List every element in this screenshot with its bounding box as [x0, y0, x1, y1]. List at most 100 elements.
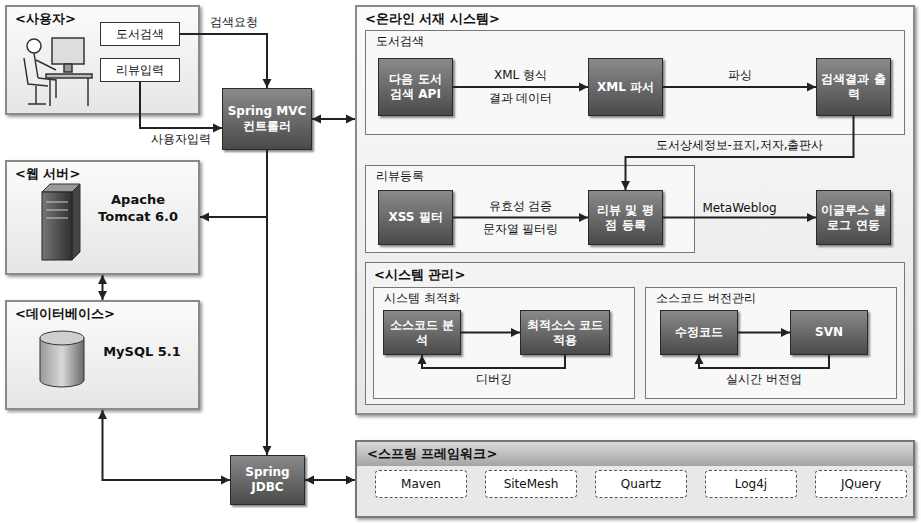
- arrow-head: [579, 213, 588, 222]
- label-holder: 도서상세정보-표지,저자,출판사: [656, 137, 824, 154]
- desk-leg: [49, 78, 51, 106]
- server-name: Apache Tomcat 6.0: [92, 192, 184, 226]
- connector-line: [422, 355, 565, 368]
- process-box: 이글루스 블로그 연동: [816, 190, 891, 245]
- chair: [24, 58, 48, 86]
- label-holder: 결과 데이터: [489, 90, 553, 107]
- panel-title: 소스코드 버전관리: [646, 288, 896, 307]
- connector-line: [453, 217, 588, 219]
- panel-title: <스프링 프레임워크>: [357, 442, 913, 466]
- connector: [200, 150, 267, 222]
- connector-line: [453, 86, 588, 88]
- menu-box: 도서검색: [100, 22, 180, 46]
- server-slot: [46, 210, 68, 211]
- group-panel: <시스템 관리> 시스템 최적화소스코드 분석 최적소스 코드 적용 소스코드 버전관…: [365, 262, 905, 405]
- label-holder: 실시간 버전업: [726, 371, 802, 388]
- arrow-head: [579, 83, 588, 92]
- connector-line: [266, 150, 268, 455]
- connector-line: [140, 82, 222, 128]
- arrow-head: [98, 410, 107, 419]
- box-label: 이글루스 블로그 연동: [820, 203, 887, 233]
- desk: [46, 74, 92, 78]
- arrow-head: [263, 446, 272, 455]
- connector: [738, 328, 790, 337]
- process-box: SVN: [790, 310, 868, 355]
- text-holder: Apache Tomcat 6.0: [92, 192, 184, 226]
- panel-title: <온라인 서재 시스템>: [357, 7, 913, 28]
- connector: [461, 328, 520, 337]
- arrow-head: [807, 83, 816, 92]
- user-figure: [24, 38, 92, 106]
- connector-line: [200, 150, 267, 217]
- edge-label: 도서상세정보-표지,저자,출판사: [656, 137, 824, 154]
- box-label: SiteMesh: [504, 477, 559, 492]
- panel-title: <시스템 관리>: [366, 263, 904, 284]
- arrow-head: [621, 181, 630, 190]
- box-label: Spring JDBC: [234, 465, 301, 495]
- arm: [36, 60, 56, 70]
- library-box: Quartz: [595, 470, 687, 498]
- label-holder: 검색요청: [210, 14, 258, 31]
- process-box: 리뷰 및 평점 등록: [588, 190, 663, 245]
- panel-title: <데이터베이스>: [7, 302, 198, 323]
- process-box: 다음 도서 검색 API: [378, 58, 453, 116]
- label-holder: 사용자입력: [151, 131, 211, 148]
- arrow-head: [312, 115, 321, 124]
- monitor: [52, 38, 84, 64]
- arrow-head: [305, 476, 314, 485]
- connector: [663, 83, 816, 92]
- label-holder: MetaWeblog: [702, 201, 776, 215]
- library-box: Log4j: [705, 470, 797, 498]
- label-holder: 디버깅: [476, 371, 512, 388]
- connector: [418, 355, 566, 368]
- server-side: [72, 184, 80, 260]
- body: [34, 53, 38, 78]
- label-holder: 파싱: [728, 67, 752, 84]
- library-box: SiteMesh: [485, 470, 577, 498]
- box-label: 수정코드: [675, 325, 723, 340]
- edge-label: MetaWeblog: [702, 201, 776, 215]
- text-holder: MySQL 5.1: [92, 344, 192, 361]
- arrow-head: [263, 79, 272, 88]
- process-box: 검색결과 출력: [816, 58, 891, 116]
- edge-note: 결과 데이터: [489, 90, 553, 107]
- connector-line: [699, 355, 829, 368]
- edge-label: XML 형식: [494, 67, 547, 84]
- subgroup-panel: 도서검색다음 도서 검색 APIXML 파서검색결과 출력: [365, 30, 905, 135]
- connector-line: [663, 86, 816, 88]
- process-box: 수정코드: [660, 310, 738, 355]
- label-holder: 문자열 필터링: [483, 221, 559, 238]
- connector-line: [180, 34, 267, 88]
- server-slot: [46, 202, 68, 203]
- connector: [180, 34, 272, 88]
- process-box: 최적소스 코드 적용: [520, 310, 610, 355]
- edge-label: 파싱: [728, 67, 752, 84]
- box-label: Maven: [401, 477, 441, 492]
- connector: [453, 213, 588, 222]
- server-slot: [46, 218, 68, 219]
- chair-base: [28, 86, 46, 104]
- connector: [263, 150, 272, 455]
- head: [27, 39, 41, 53]
- connector-line: [103, 410, 231, 480]
- group-panel: <사용자>도서검색리뷰입력: [5, 5, 200, 115]
- arrow-head: [418, 355, 427, 364]
- arrow-head: [200, 213, 209, 222]
- panel-title: 시스템 최적화: [374, 288, 634, 307]
- group-panel: <웹 서버>Apache Tomcat 6.0: [5, 160, 200, 275]
- box-label: 리뷰입력: [116, 63, 164, 78]
- box-label: SVN: [815, 325, 843, 340]
- process-box: XML 파서: [588, 58, 663, 116]
- db-top: [40, 331, 84, 345]
- box-label: XSS 필터: [388, 210, 442, 225]
- monitor-stand: [64, 64, 72, 72]
- process-box: 소스코드 분석: [383, 310, 461, 355]
- edge-label: 사용자입력: [151, 131, 211, 148]
- leg: [38, 78, 56, 98]
- menu-box: 리뷰입력: [100, 58, 180, 82]
- box-label: 도서검색: [116, 27, 164, 42]
- framework-panel: <스프링 프레임워크>MavenSiteMeshQuartzLog4jJQuer…: [355, 440, 915, 518]
- desk-leg: [87, 78, 89, 106]
- connector: [305, 476, 355, 485]
